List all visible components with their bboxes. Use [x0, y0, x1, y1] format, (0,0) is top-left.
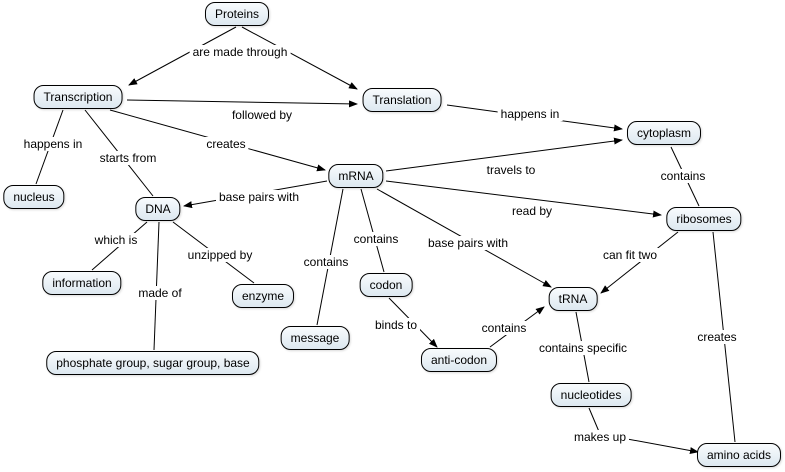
concept-node-proteins[interactable]: Proteins — [204, 2, 270, 26]
concept-node-phosphate-group-sugar-group-base[interactable]: phosphate group, sugar group, base — [46, 351, 260, 375]
link-label[interactable]: can fit two — [599, 248, 661, 262]
link-label[interactable]: makes up — [570, 430, 630, 444]
concept-node-nucleus[interactable]: nucleus — [3, 185, 65, 209]
link-label[interactable]: followed by — [228, 108, 296, 122]
link-label[interactable]: read by — [508, 204, 556, 218]
link-label[interactable]: travels to — [483, 163, 539, 177]
link-label[interactable]: contains — [478, 321, 530, 335]
edge-line — [241, 26, 358, 90]
edge-line — [385, 137, 623, 172]
link-label[interactable]: creates — [203, 137, 249, 151]
concept-node-nucleotides[interactable]: nucleotides — [550, 383, 632, 407]
link-label[interactable]: unzipped by — [184, 248, 256, 262]
concept-node-trna[interactable]: tRNA — [548, 287, 598, 311]
concept-node-translation[interactable]: Translation — [362, 88, 442, 112]
link-label[interactable]: happens in — [20, 137, 86, 151]
concept-node-message[interactable]: message — [280, 326, 350, 350]
concept-node-ribosomes[interactable]: ribosomes — [666, 207, 742, 231]
link-label[interactable]: starts from — [96, 151, 160, 165]
link-label[interactable]: contains — [300, 255, 352, 269]
concept-node-codon[interactable]: codon — [359, 273, 413, 297]
link-label[interactable]: binds to — [371, 318, 421, 332]
edge-line — [360, 188, 385, 273]
link-label[interactable]: are made through — [189, 45, 291, 59]
concept-node-anti-codon[interactable]: anti-codon — [420, 348, 498, 372]
edge-line — [600, 231, 679, 294]
edge-line — [128, 26, 237, 86]
edge-line — [385, 180, 662, 218]
concept-node-mrna[interactable]: mRNA — [328, 164, 384, 188]
link-label[interactable]: base pairs with — [215, 190, 303, 204]
concept-node-dna[interactable]: DNA — [135, 197, 181, 221]
link-label[interactable]: made of — [135, 286, 185, 300]
concept-node-transcription[interactable]: Transcription — [33, 85, 123, 109]
concept-node-information[interactable]: information — [42, 271, 122, 295]
concept-node-enzyme[interactable]: enzyme — [231, 284, 295, 308]
concept-node-amino-acids[interactable]: amino acids — [696, 443, 782, 467]
link-label[interactable]: happens in — [497, 107, 563, 121]
edge-line — [126, 99, 358, 108]
link-label[interactable]: base pairs with — [424, 236, 512, 250]
link-label[interactable]: contains — [350, 232, 402, 246]
concept-node-cytoplasm[interactable]: cytoplasm — [626, 121, 702, 145]
link-label[interactable]: which is — [91, 233, 141, 247]
link-label[interactable]: contains specific — [535, 341, 631, 355]
link-label[interactable]: creates — [694, 330, 740, 344]
link-label[interactable]: contains — [657, 169, 709, 183]
